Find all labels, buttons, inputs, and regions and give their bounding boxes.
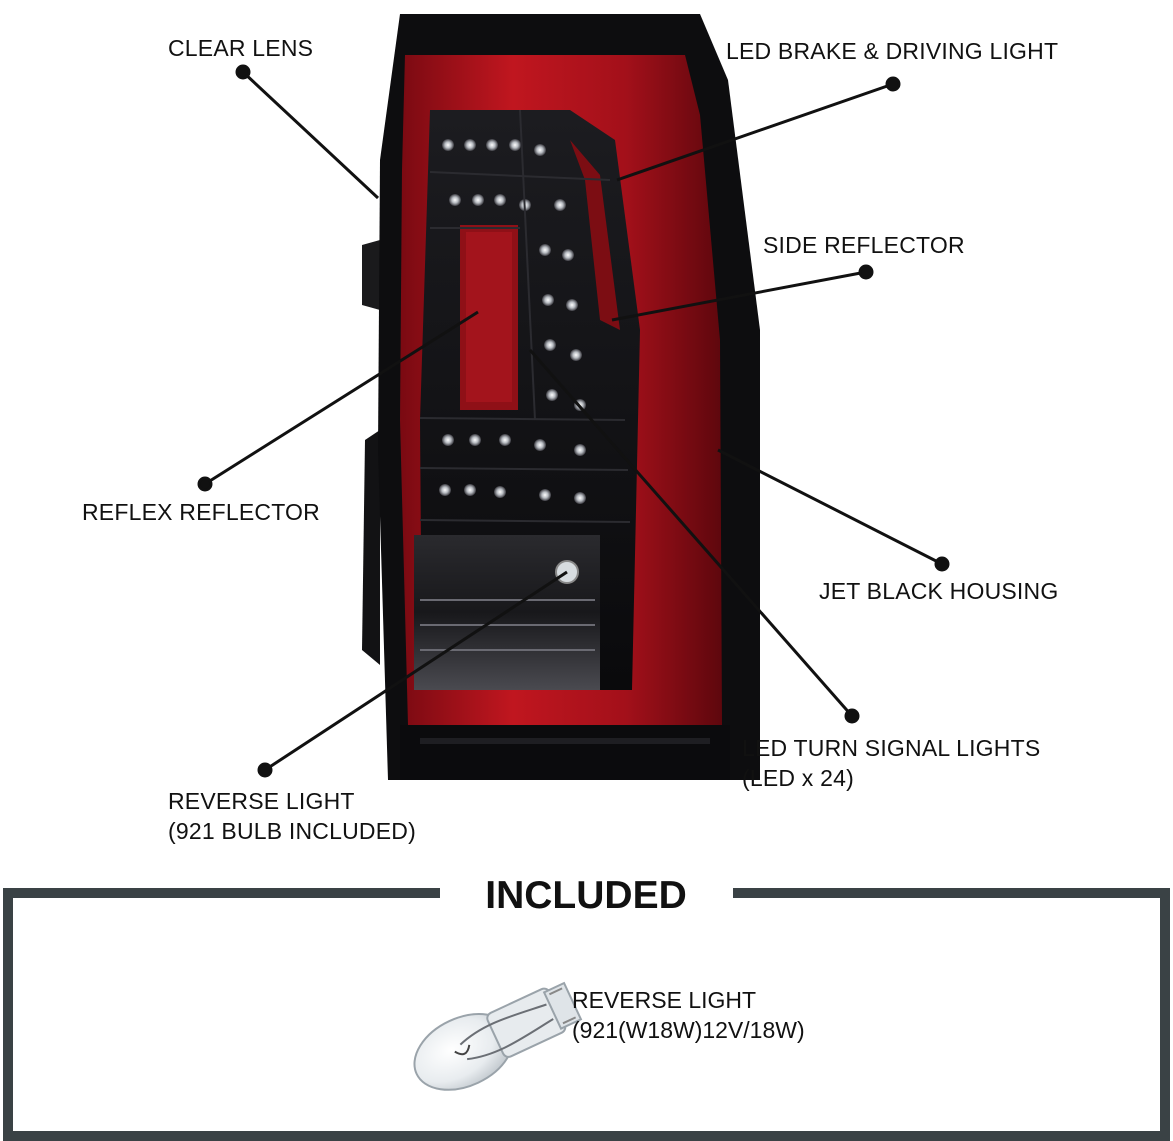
turn-signal-line2: (LED x 24) bbox=[742, 765, 854, 791]
reverse-line1: REVERSE LIGHT bbox=[168, 788, 355, 814]
mount-bracket-upper bbox=[362, 240, 380, 310]
included-item-label: REVERSE LIGHT (921(W18W)12V/18W) bbox=[572, 985, 805, 1045]
included-heading: INCLUDED bbox=[440, 870, 732, 922]
callout-leaders bbox=[197, 64, 950, 778]
label-led-brake-driving-light: LED BRAKE & DRIVING LIGHT bbox=[726, 38, 1059, 64]
label-clear-lens: CLEAR LENS bbox=[168, 35, 314, 61]
turn-signal-line1: LED TURN SIGNAL LIGHTS bbox=[742, 735, 1041, 761]
label-side-reflector: SIDE REFLECTOR bbox=[763, 232, 965, 258]
921-bulb-icon bbox=[413, 981, 583, 1091]
reverse-line2: (921 BULB INCLUDED) bbox=[168, 818, 416, 844]
mount-bracket-lower bbox=[362, 430, 380, 665]
led-array bbox=[419, 109, 631, 523]
included-item-line1: REVERSE LIGHT bbox=[572, 987, 757, 1013]
label-reflex-reflector: REFLEX REFLECTOR bbox=[82, 499, 320, 525]
side-reflector-element bbox=[570, 140, 620, 330]
tail-light-assembly bbox=[362, 14, 760, 780]
label-jet-black-housing: JET BLACK HOUSING bbox=[819, 578, 1059, 604]
included-item-line2: (921(W18W)12V/18W) bbox=[572, 1017, 805, 1043]
label-reverse-light: REVERSE LIGHT (921 BULB INCLUDED) bbox=[168, 786, 416, 846]
included-frame bbox=[3, 888, 1170, 1141]
label-led-turn-signal-lights: LED TURN SIGNAL LIGHTS (LED x 24) bbox=[742, 733, 1040, 793]
